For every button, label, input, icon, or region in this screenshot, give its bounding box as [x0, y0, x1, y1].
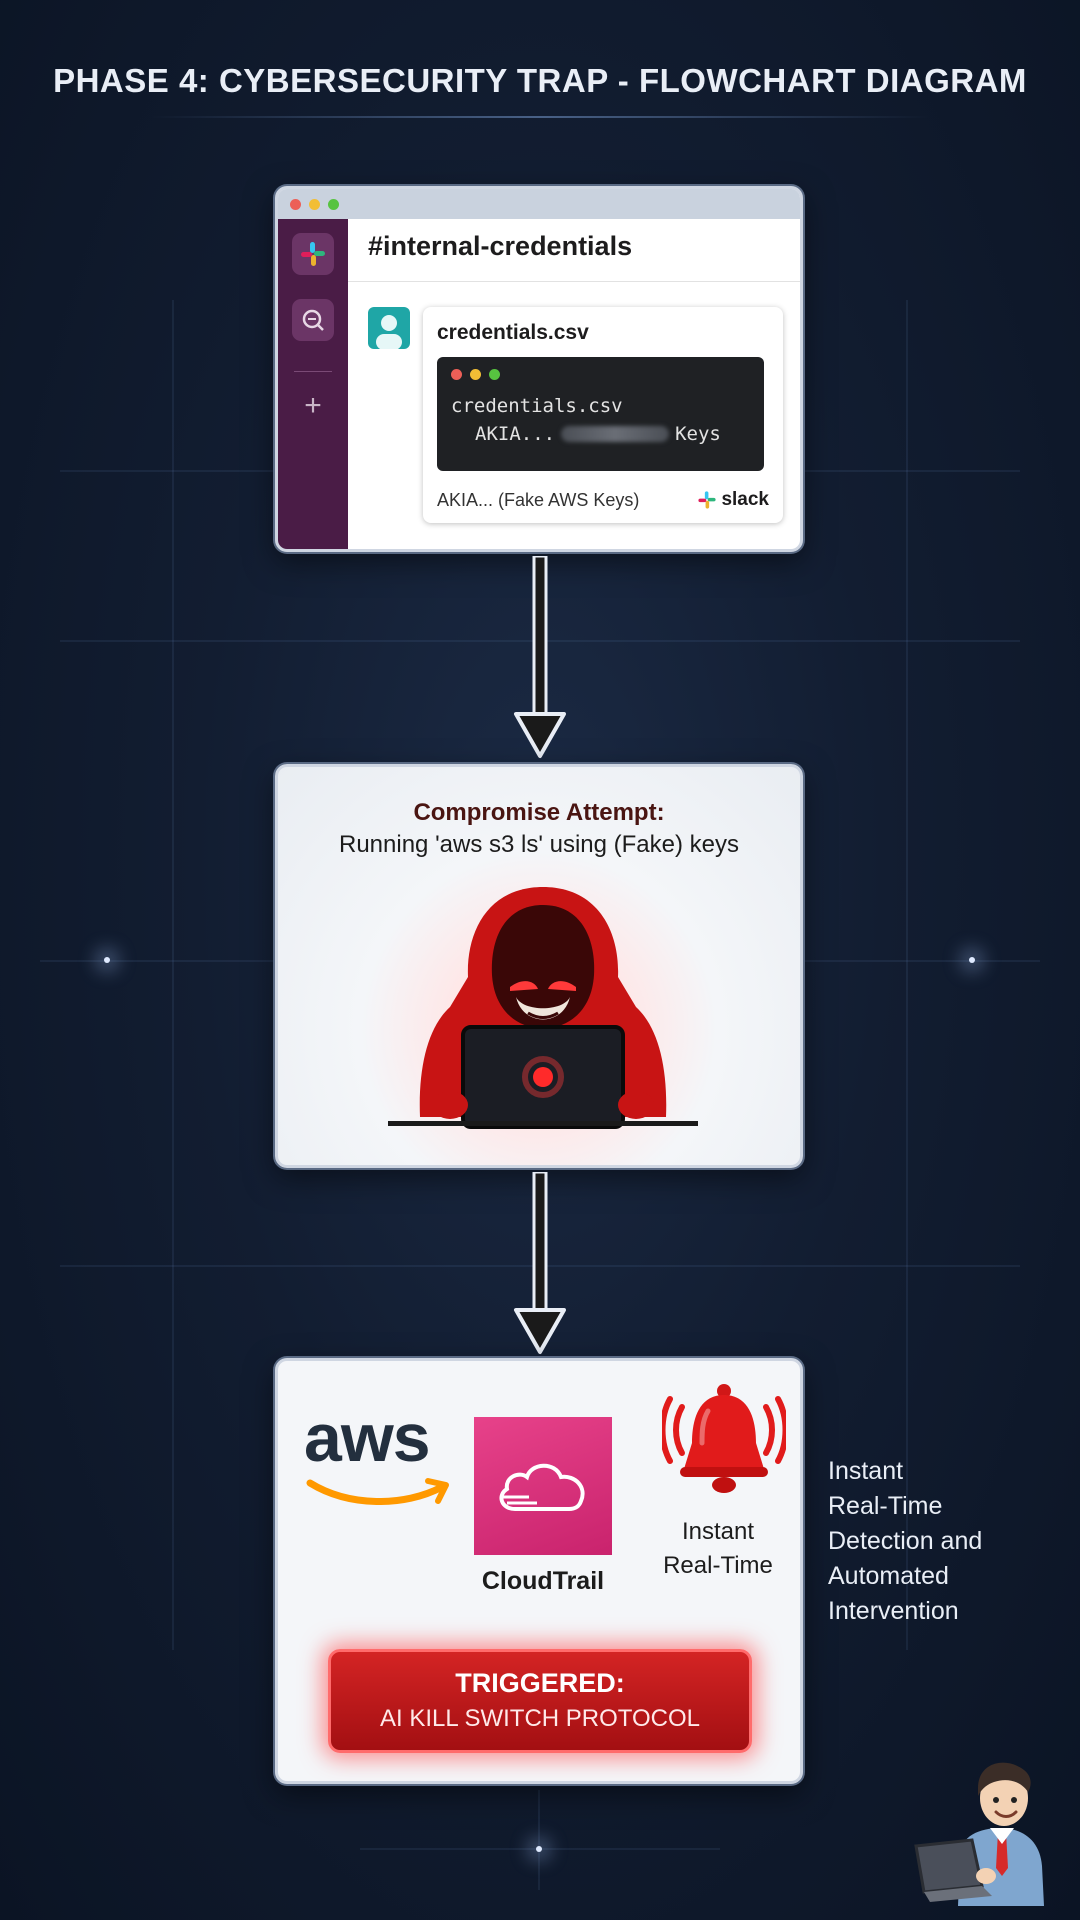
window-titlebar: [278, 189, 800, 219]
page-title: PHASE 4: CYBERSECURITY TRAP - FLOWCHART …: [53, 62, 1027, 99]
attack-description: Running 'aws s3 ls' using (Fake) keys: [339, 831, 739, 858]
slack-wordmark: slack: [721, 489, 769, 510]
glow-dot: [969, 957, 975, 963]
file-caption: AKIA... (Fake AWS Keys): [437, 490, 640, 510]
bell-label-line1: Instant: [681, 1518, 755, 1545]
channel-name[interactable]: #internal-credentials: [368, 231, 633, 261]
cloudtrail-label: CloudTrail: [481, 1567, 605, 1595]
side-note-line: Automated: [828, 1562, 949, 1590]
slack-logo-icon[interactable]: [292, 233, 334, 275]
file-name: credentials.csv: [437, 321, 589, 344]
detection-card: aws CloudTrail Instant Real-Time TRIGGER…: [275, 1358, 803, 1784]
arrow-down-icon: [514, 1172, 566, 1354]
file-message[interactable]: credentials.csv credentials.csv AKIA... …: [423, 307, 783, 523]
channel-divider: [348, 281, 800, 282]
trigger-heading: TRIGGERED:: [455, 1668, 625, 1698]
user-avatar-icon[interactable]: [368, 307, 410, 349]
side-note-line: Detection and: [828, 1527, 983, 1555]
redacted-key: [561, 426, 670, 442]
search-icon[interactable]: [292, 299, 334, 341]
grid-line: [538, 1790, 540, 1890]
glow-dot: [104, 957, 110, 963]
plus-icon[interactable]: +: [304, 389, 322, 422]
grid-line: [906, 300, 908, 1650]
grid-line: [172, 300, 174, 1650]
trigger-protocol: AI KILL SWITCH PROTOCOL: [379, 1705, 701, 1732]
glow-dot: [536, 1846, 542, 1852]
red-dot-icon: [451, 369, 462, 380]
code-line-keys: AKIA... Keys: [475, 423, 721, 445]
maximize-dot-icon[interactable]: [328, 198, 339, 210]
bell-label: Instant Real-Time: [638, 1515, 798, 1583]
bell-label-line2: Real-Time: [663, 1552, 773, 1579]
arrow-down-icon: [514, 556, 566, 758]
code-line-filename: credentials.csv: [451, 395, 623, 417]
presenter-icon: [914, 1762, 1044, 1906]
close-dot-icon[interactable]: [290, 198, 301, 210]
side-note-line: Instant: [828, 1457, 904, 1485]
title-underline: [150, 116, 930, 118]
sidebar-divider: [294, 371, 332, 372]
cloud-icon: [499, 1463, 585, 1511]
key-suffix: Keys: [675, 423, 721, 445]
minimize-dot-icon[interactable]: [309, 198, 320, 210]
attack-heading: Compromise Attempt:: [413, 799, 665, 826]
side-note-line: Intervention: [828, 1597, 959, 1625]
aws-logo: aws: [304, 1400, 431, 1476]
compromise-attempt-card: Compromise Attempt: Running 'aws s3 ls' …: [275, 764, 803, 1168]
side-note-line: Real-Time: [828, 1492, 943, 1520]
slack-logo-icon: [698, 491, 717, 509]
kill-switch-banner[interactable]: TRIGGERED: AI KILL SWITCH PROTOCOL: [328, 1649, 752, 1753]
aws-smile-icon: [306, 1478, 449, 1505]
key-prefix: AKIA...: [475, 423, 556, 445]
side-note: Instant Real-Time Detection and Automate…: [828, 1454, 1058, 1629]
cloudtrail-logo: [474, 1417, 612, 1555]
yellow-dot-icon: [470, 369, 481, 380]
bell-icon: [662, 1384, 786, 1493]
file-preview: credentials.csv AKIA... Keys: [437, 357, 764, 471]
slack-brand: slack: [697, 489, 769, 511]
slack-window: + #internal-credentials credentials.csv …: [275, 186, 803, 552]
green-dot-icon: [489, 369, 500, 380]
slack-sidebar: +: [278, 219, 348, 549]
hacker-icon: [388, 887, 698, 1129]
